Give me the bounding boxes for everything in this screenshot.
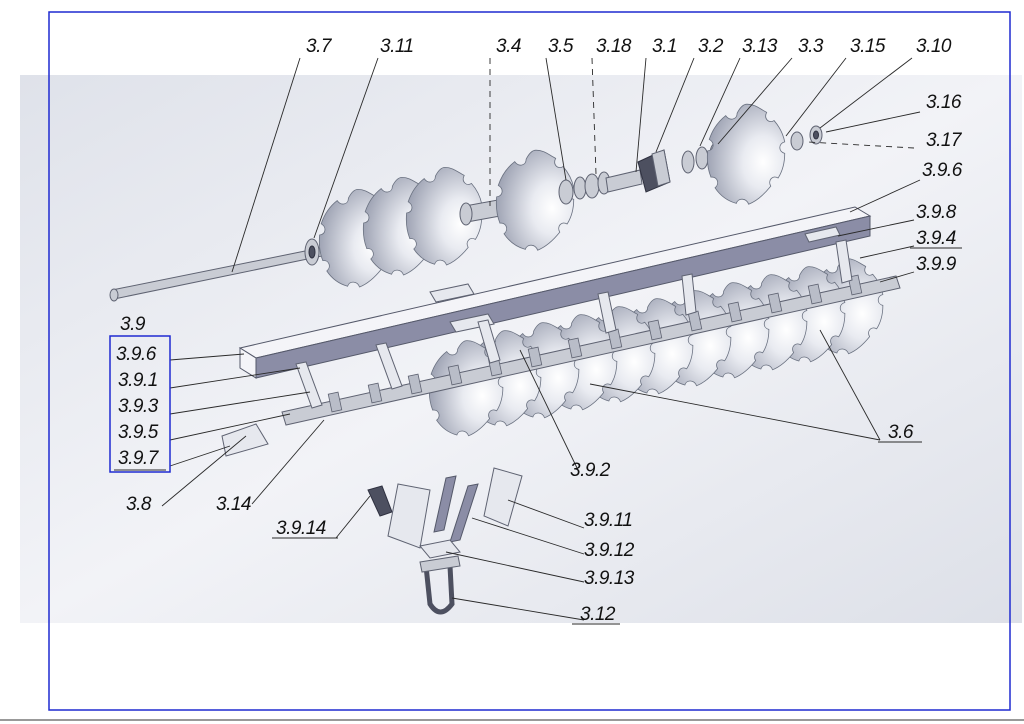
assembly-group-box	[109, 335, 171, 473]
callout-3-17: 3.17	[926, 130, 963, 151]
callout-3-13: 3.13	[742, 36, 778, 57]
side-plate-right-3-9-11	[483, 467, 523, 527]
label-underlines	[114, 247, 962, 625]
callout-3-9-14: 3.9.14	[276, 518, 326, 539]
upper-disc-gang	[109, 103, 823, 302]
callout-3-18: 3.18	[596, 36, 632, 57]
callout-3-9-8: 3.9.8	[916, 202, 957, 223]
callout-3-8: 3.8	[126, 494, 152, 515]
callout-labels: 3.7 3.11 3.4 3.5 3.18 3.1 3.2 3.13 3.3 3…	[116, 36, 963, 625]
callout-3-9-7: 3.9.7	[118, 448, 160, 469]
callout-3-9-1: 3.9.1	[118, 370, 158, 391]
callout-3-6: 3.6	[888, 422, 914, 443]
callout-3-9-5: 3.9.5	[118, 422, 159, 443]
drawing-frame	[48, 11, 1011, 711]
frame-assembly	[238, 206, 901, 437]
callout-3-9-13: 3.9.13	[584, 568, 635, 589]
callout-3-4: 3.4	[496, 36, 521, 57]
rod-3-9-14	[367, 485, 393, 517]
callout-3-14: 3.14	[216, 494, 251, 515]
callout-3-11: 3.11	[380, 36, 414, 57]
callout-3-12: 3.12	[580, 604, 616, 625]
u-bolt-3-12	[423, 565, 455, 615]
strip-3-9-12b	[449, 483, 479, 543]
shaft-spacers	[327, 274, 863, 413]
callout-3-9-6: 3.9.6	[116, 344, 157, 365]
callout-3-9-6-right: 3.9.6	[922, 160, 963, 181]
callout-3-9-12: 3.9.12	[584, 540, 635, 561]
callout-3-16: 3.16	[926, 92, 962, 113]
callout-3-9-4: 3.9.4	[916, 228, 956, 249]
hanger-brackets	[295, 239, 853, 409]
callout-3-9-11: 3.9.11	[584, 510, 632, 531]
leader-lines	[161, 57, 921, 621]
bracket-parts	[367, 467, 523, 615]
washer-3-15	[790, 131, 804, 151]
plate-3-9-13	[419, 539, 461, 559]
callout-3-1: 3.1	[652, 36, 677, 57]
side-plate-left	[387, 483, 431, 549]
bearing-hub-3-1	[637, 149, 671, 193]
scraper-3-8	[221, 423, 269, 457]
callout-3-3: 3.3	[798, 36, 824, 57]
callout-3-2: 3.2	[698, 36, 724, 57]
strip-3-9-12a	[433, 475, 457, 533]
callout-3-7: 3.7	[306, 36, 333, 57]
callout-3-9-9: 3.9.9	[916, 254, 957, 275]
callout-3-9-3: 3.9.3	[118, 396, 159, 417]
bearing-stack	[558, 169, 643, 205]
callout-3-5: 3.5	[548, 36, 574, 57]
clamp-plate-3-9-8	[804, 226, 841, 243]
callout-3-15: 3.15	[850, 36, 886, 57]
callout-3-9: 3.9	[120, 314, 146, 335]
callout-3-10: 3.10	[916, 36, 952, 57]
callout-3-9-2: 3.9.2	[570, 460, 611, 481]
